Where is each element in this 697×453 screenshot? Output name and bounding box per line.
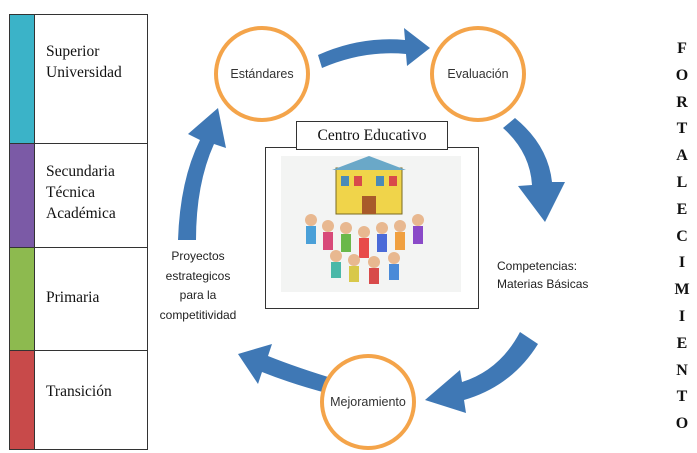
projects-line: competitividad	[159, 307, 237, 322]
arrow-competencies-to-improvement	[425, 332, 538, 413]
competencies-line: Materias Básicas	[497, 277, 589, 291]
improvement-node: Mejoramiento	[320, 354, 416, 450]
vertical-letter: T	[676, 388, 688, 406]
level-label: Transición	[46, 383, 112, 400]
arrow-evaluation-to-competencies	[503, 118, 565, 222]
vertical-letter: L	[676, 173, 688, 191]
level-secundaria: Secundaria Técnica Académica	[10, 144, 147, 248]
arrow-improvement-to-projects	[238, 344, 338, 394]
evaluation-node: Evaluación	[430, 26, 526, 122]
standards-label: Estándares	[230, 67, 294, 81]
level-color-bar	[10, 351, 35, 449]
arrow-projects-to-standards	[178, 108, 226, 240]
level-color-bar	[10, 15, 35, 143]
vertical-letter: O	[675, 415, 689, 433]
competencies-line: Competencias:	[497, 259, 578, 273]
vertical-letter: R	[676, 93, 688, 111]
projects-line: estrategicos	[165, 268, 231, 283]
vertical-letter: F	[677, 40, 687, 57]
projects-line: Proyectos	[171, 249, 225, 263]
level-primaria: Primaria	[10, 248, 147, 351]
vertical-letter: A	[676, 147, 688, 165]
vertical-letter: C	[676, 227, 688, 245]
projects-text: Proyectos estrategicos para la competiti…	[150, 247, 246, 325]
level-color-bar	[10, 248, 35, 350]
level-color-bar	[10, 144, 35, 247]
center-title: Centro Educativo	[296, 121, 448, 150]
projects-line: para la	[179, 288, 217, 302]
evaluation-label: Evaluación	[447, 67, 509, 81]
level-transicion: Transición	[10, 351, 147, 449]
level-label: Primaria	[46, 289, 100, 306]
vertical-letter: I	[678, 307, 686, 325]
vertical-letter: M	[674, 281, 690, 299]
vertical-letter: O	[675, 66, 689, 84]
level-label: Secundaria Técnica Académica	[46, 163, 116, 222]
vertical-letter: T	[676, 120, 688, 138]
level-label: Superior Universidad	[46, 43, 122, 81]
vertical-letter: N	[676, 361, 688, 379]
vertical-letter: I	[678, 254, 686, 272]
standards-node: Estándares	[214, 26, 310, 122]
vertical-letter: E	[676, 200, 688, 218]
school-illustration	[281, 156, 461, 292]
school-illustration-box	[265, 147, 479, 309]
competencies-text: Competencias: Materias Básicas	[497, 257, 588, 293]
improvement-label: Mejoramiento	[330, 395, 406, 409]
education-levels-table: Superior Universidad Secundaria Técnica …	[9, 14, 148, 450]
level-superior: Superior Universidad	[10, 15, 147, 144]
vertical-letter: E	[676, 334, 688, 352]
arrow-standards-to-evaluation	[318, 28, 430, 68]
